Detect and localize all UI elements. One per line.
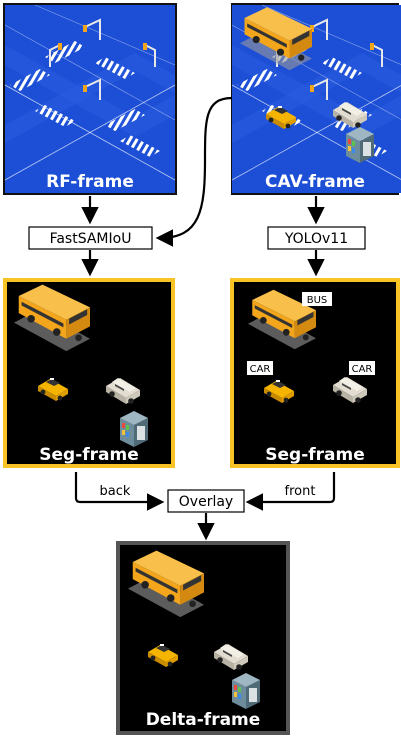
bus-tag-label: BUS — [307, 295, 328, 306]
delta-frame-title: Delta-frame — [146, 710, 261, 730]
rf-frame-title: RF-frame — [46, 172, 134, 192]
arrow-cav-to-fastsam — [155, 96, 233, 247]
car-detection-tag-right: CAR — [349, 361, 375, 375]
kiosk-icon — [346, 127, 374, 163]
seg-frame-right: BUS CAR CAR Seg-frame — [230, 278, 400, 468]
cav-frame-title: CAV-frame — [265, 172, 365, 192]
car-tag-left-label: CAR — [250, 364, 271, 375]
bus-detection-tag: BUS — [302, 292, 332, 306]
delta-frame: Delta-frame — [116, 541, 290, 735]
seg-frame-right-title: Seg-frame — [265, 445, 365, 465]
rf-frame: RF-frame — [3, 3, 177, 195]
yolo-label: YOLOv11 — [284, 231, 348, 247]
kiosk-icon — [120, 411, 148, 447]
fastsam-box: FastSAMIoU — [28, 226, 153, 250]
back-label: back — [100, 484, 131, 499]
yolo-box: YOLOv11 — [267, 226, 366, 250]
front-label: front — [285, 484, 316, 499]
arrow-front-to-overlay — [245, 472, 336, 511]
arrow-back-to-overlay — [74, 472, 165, 511]
seg-frame-left: Seg-frame — [3, 278, 175, 468]
overlay-label: Overlay — [179, 494, 233, 510]
seg-frame-left-title: Seg-frame — [39, 445, 139, 465]
cav-frame: CAV-frame — [231, 3, 401, 195]
car-tag-right-label: CAR — [352, 364, 373, 375]
overlay-box: Overlay — [167, 489, 245, 513]
car-detection-tag-left: CAR — [247, 361, 273, 375]
fastsam-label: FastSAMIoU — [50, 231, 132, 247]
kiosk-icon — [232, 673, 260, 709]
